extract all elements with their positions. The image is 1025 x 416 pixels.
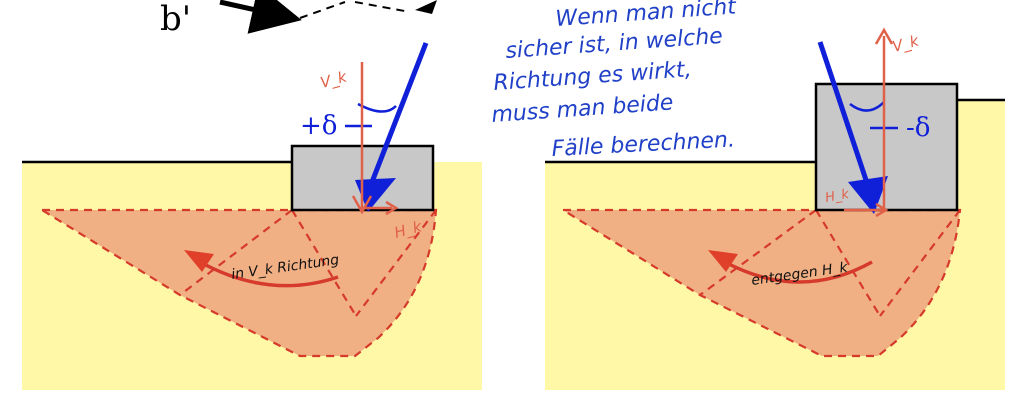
rotation-arrowhead-right (708, 250, 738, 272)
note-line-5: Fälle berechnen. (551, 127, 735, 162)
left-panel: in V_k Richtung +δ V_k H_k (22, 42, 482, 390)
failure-wedge-left (38, 208, 438, 358)
resultant-arrowhead-left (355, 178, 396, 212)
vk-label-right: V_k (890, 31, 922, 57)
rotation-arrow-left (199, 260, 339, 288)
delta-label-right: -δ (906, 113, 930, 143)
delta-arc-right (849, 101, 885, 112)
handwritten-note: Wenn man nicht sicher ist, in welche Ric… (491, 0, 738, 162)
vk-label-left: V_k (318, 67, 350, 93)
hk-label-right: H_k (824, 187, 851, 206)
delta-label-left: +δ (300, 111, 337, 141)
rotation-arrowhead-left (184, 250, 214, 272)
failure-wedge-right (559, 208, 962, 358)
top-arrows (219, 0, 437, 34)
resultant-arrowhead-right (848, 176, 888, 214)
rotation-arrow-right (724, 260, 873, 284)
delta-arc-left (357, 102, 397, 113)
right-panel: entgegen H_k -δ V_k H_k (545, 27, 1005, 390)
note-line-2: sicher ist, in welche (505, 24, 724, 64)
resultant-force-right (817, 41, 869, 181)
note-line-4: muss man beide (491, 90, 675, 128)
resultant-force-left (369, 42, 429, 183)
b-prime-label: b' (160, 0, 191, 39)
